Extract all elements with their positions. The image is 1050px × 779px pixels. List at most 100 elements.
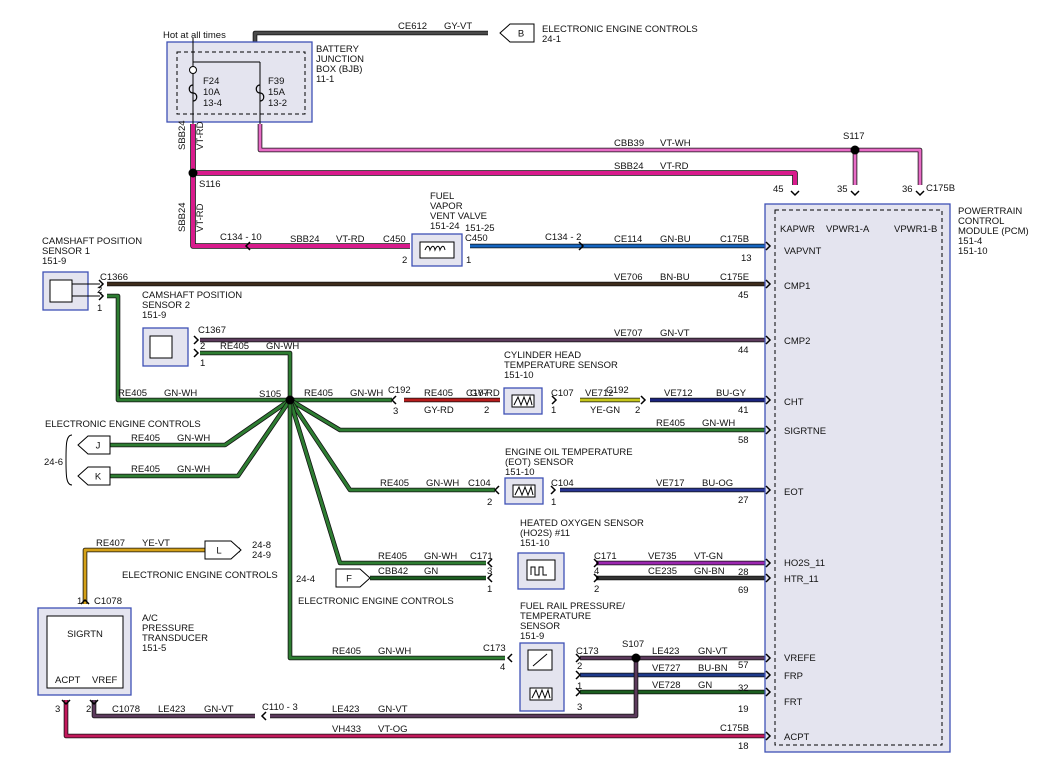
nodes-layer [37,23,951,753]
c192b-chevron-icon [640,395,647,405]
pcm-title: CONTROL [958,216,1004,227]
connector-b-text: 24-1 [542,34,561,45]
pcm-pin45-chevron-icon [790,190,800,197]
fuel-vapor-ref2: 151-25 [465,223,495,234]
pcm-signal-cht: CHT [784,397,804,408]
wire-label-ve735-circuit: VE735 [648,551,677,562]
c171a1-chevron-icon [486,558,493,568]
wire-re405-sigrtne [289,398,770,432]
wire-label-re405-j-color: GN-WH [177,433,210,444]
labels-layer: Hot at all timesF2410A13-4F3915A13-2BATT… [42,21,1029,752]
pcm-signal-vrefe: VREFE [784,653,816,664]
conn-c173a: C173 [483,643,506,654]
pcm-pin-chevron-icon [765,241,772,251]
wire-label-sbb24-top-circuit: SBB24 [614,161,644,172]
wire-cbb39-right [855,148,922,185]
cmp2-title: CAMSHAFT POSITION [142,290,242,301]
wire-label-sbb24-top-color: VT-RD [660,161,689,172]
fuel-vapor-title: FUEL [430,191,454,202]
wire-label-re405-c192-circuit: RE405 [304,388,333,399]
cht-title: CYLINDER HEAD [504,350,581,361]
pcm-inner-border [774,209,943,746]
wire-label-ve706-circuit: VE706 [614,272,643,283]
pin-28: 28 [738,567,749,578]
connector-j-tag [77,435,111,455]
conn-c104b: C104 [551,478,574,489]
wire-sbb24-main [191,124,410,248]
pin-ac-2: 2 [86,704,91,715]
pcm-pin-chevron-icon [765,485,772,495]
pin-45-cmp1: 45 [738,290,749,301]
bjb-terminal [189,66,197,74]
wire-label-sbb24-v1: SBB24 [177,120,188,150]
c171a2-chevron-icon [486,573,493,583]
wire-label-bugy: BU-GY [716,388,747,399]
eot-title: (EOT) SENSOR [505,457,574,468]
connector-j-tag-letter: J [96,441,101,452]
pin-vap-1: 1 [466,255,471,266]
connector-b-text: ELECTRONIC ENGINE CONTROLS [542,24,698,35]
pcm-pin-chevron-icon [765,395,772,405]
connector-k-tag [77,466,111,486]
ec-l-title: ELECTRONIC ENGINE CONTROLS [122,570,278,581]
fuse-f24-icon [188,84,198,102]
pin-frp-2: 2 [577,661,582,672]
pin-ho2s-2: 2 [594,584,599,595]
pin-45-kapwr: 45 [773,184,784,195]
pin-c104-1: 1 [551,497,556,508]
wire-label-yegn: YE-GN [590,405,620,416]
pin-c192-3: 3 [393,406,398,417]
ho2s-heater-icon [530,566,547,576]
c173b2-chevron-icon [575,670,582,680]
ac-vref: VREF [92,675,118,686]
wire-label-le423-b-circuit: LE423 [332,704,359,715]
splice-s105 [285,395,295,405]
bjb-title: 11-1 [316,74,334,85]
wire-label-cbb39-color: VT-WH [660,138,691,149]
pcm-signal-eot: EOT [784,487,804,498]
c173a-chevron-icon [506,653,513,663]
wire-label-ce114-color: GN-BU [660,234,691,245]
bjb-hot-label: Hot at all times [163,30,226,41]
wire-label-vh433-circuit: VH433 [332,724,361,735]
wire-label-ce235-color: GN-BN [694,566,725,577]
vent-valve-coil-winding [424,245,446,252]
wire-re405-eot [288,399,495,492]
pcm-pin-chevron-icon [765,425,772,435]
wire-label-le423-b-color: GN-VT [378,704,408,715]
ec-l-ref: 24-8 [252,540,271,551]
frp-title: SENSOR [520,621,560,632]
fuel-vapor-title: VAPOR [430,201,463,212]
pin-c173-4: 4 [500,662,505,673]
pin-18: 18 [738,741,749,752]
pin-c192-2: 2 [635,405,640,416]
frp-variable-arrow-icon [532,653,548,667]
pcm-box [764,203,951,753]
pin-ac-3: 3 [55,704,60,715]
wire-label-re405-j-circuit: RE405 [131,433,160,444]
pin-58: 58 [738,435,749,446]
pcm-pin35-chevron-icon [850,190,860,197]
wire-re405-cmp1-outline [107,293,290,403]
pin-vap-2: 2 [402,255,407,266]
connector-b-tag [499,23,535,43]
pin-frp-3: 3 [577,702,582,713]
pcm-pin-chevron-icon [765,558,772,568]
pcm-pin-chevron-icon [765,573,772,583]
cmp1-title: 151-9 [42,256,66,267]
battery-junction-box [166,41,313,123]
wire-re405-j [95,398,291,447]
wire-label-ve735-color: VT-GN [694,551,723,562]
splice-s107-label: S107 [622,639,644,650]
c104b-chevron-icon [550,485,557,495]
c110-chevron-icon [260,711,267,721]
wire-label-re405-cmp2-circuit: RE405 [220,341,249,352]
ac-title: 151-5 [142,643,166,654]
frp-title: 151-9 [520,631,544,642]
wire-cbb39-right-outline [855,147,923,185]
cht-symbol-thermistor-icon [513,395,533,407]
ac-title: A/C [142,613,158,624]
wire-label-re405-cmp2-color: GN-WH [266,341,299,352]
conn-c173b: C173 [576,646,599,657]
conn-c175b-b: C175B [720,723,749,734]
